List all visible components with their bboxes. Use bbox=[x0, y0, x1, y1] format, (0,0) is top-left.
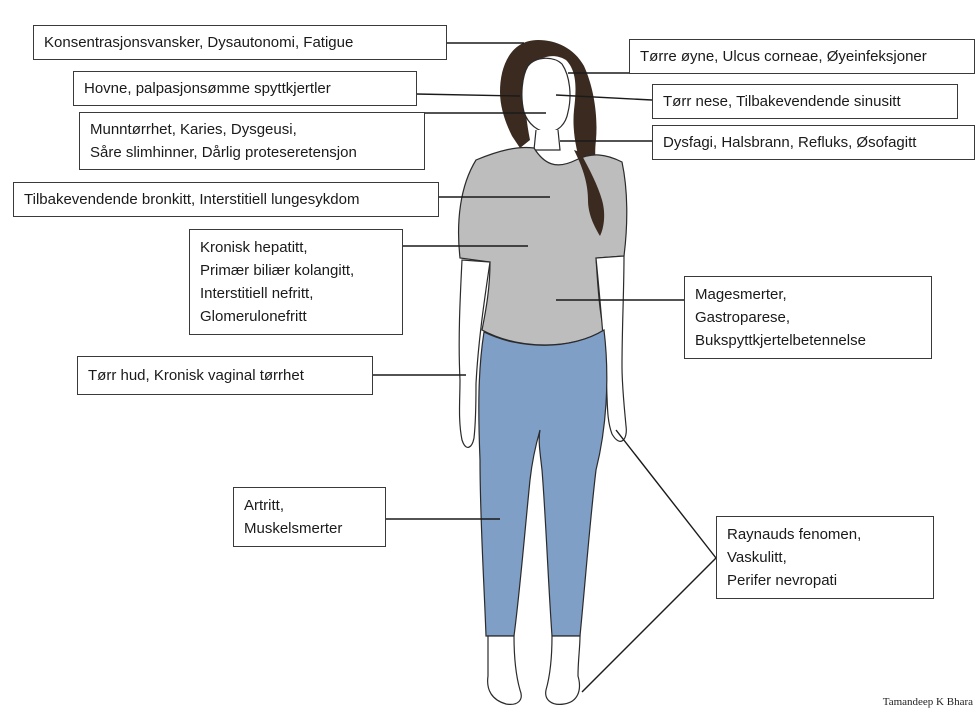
label-head-neuro: Konsentrasjonsvansker, Dysautonomi, Fati… bbox=[33, 25, 447, 60]
label-mouth: Munntørrhet, Karies, Dysgeusi, Såre slim… bbox=[79, 112, 425, 170]
right-leg bbox=[546, 636, 580, 704]
label-line: Konsentrasjonsvansker, Dysautonomi, Fati… bbox=[44, 31, 436, 54]
label-line: Tørr hud, Kronisk vaginal tørrhet bbox=[88, 364, 362, 387]
label-line: Hovne, palpasjonsømme spyttkjertler bbox=[84, 77, 406, 100]
label-abdomen: Magesmerter, Gastroparese, Bukspyttkjert… bbox=[684, 276, 932, 359]
label-line: Muskelsmerter bbox=[244, 517, 375, 540]
pants bbox=[479, 330, 607, 636]
label-lungs: Tilbakevendende bronkitt, Interstitiell … bbox=[13, 182, 439, 217]
label-line: Tørre øyne, Ulcus corneae, Øyeinfeksjone… bbox=[640, 45, 964, 68]
label-line: Såre slimhinner, Dårlig proteseretensjon bbox=[90, 141, 414, 164]
label-line: Gastroparese, bbox=[695, 306, 921, 329]
label-skin: Tørr hud, Kronisk vaginal tørrhet bbox=[77, 356, 373, 395]
label-line: Primær biliær kolangitt, bbox=[200, 259, 392, 282]
label-line: Tørr nese, Tilbakevendende sinusitt bbox=[663, 90, 947, 113]
label-line: Interstitiell nefritt, bbox=[200, 282, 392, 305]
label-esophagus: Dysfagi, Halsbrann, Refluks, Øsofagitt bbox=[652, 125, 975, 160]
label-joints: Artritt, Muskelsmerter bbox=[233, 487, 386, 547]
author-credit: Tamandeep K Bhara bbox=[883, 696, 973, 708]
label-line: Bukspyttkjertelbetennelse bbox=[695, 329, 921, 352]
label-line: Munntørrhet, Karies, Dysgeusi, bbox=[90, 118, 414, 141]
label-line: Vaskulitt, bbox=[727, 546, 923, 569]
label-line: Magesmerter, bbox=[695, 283, 921, 306]
label-vascular: Raynauds fenomen, Vaskulitt, Perifer nev… bbox=[716, 516, 934, 599]
label-line: Tilbakevendende bronkitt, Interstitiell … bbox=[24, 188, 428, 211]
left-leg bbox=[488, 636, 522, 704]
label-line: Perifer nevropati bbox=[727, 569, 923, 592]
label-line: Raynauds fenomen, bbox=[727, 523, 923, 546]
label-liver-kidney: Kronisk hepatitt, Primær biliær kolangit… bbox=[189, 229, 403, 335]
label-salivary: Hovne, palpasjonsømme spyttkjertler bbox=[73, 71, 417, 106]
neck bbox=[534, 130, 560, 150]
label-eyes: Tørre øyne, Ulcus corneae, Øyeinfeksjone… bbox=[629, 39, 975, 74]
label-line: Kronisk hepatitt, bbox=[200, 236, 392, 259]
label-line: Artritt, bbox=[244, 494, 375, 517]
label-nose: Tørr nese, Tilbakevendende sinusitt bbox=[652, 84, 958, 119]
label-line: Dysfagi, Halsbrann, Refluks, Øsofagitt bbox=[663, 131, 964, 154]
label-line: Glomerulonefritt bbox=[200, 305, 392, 328]
